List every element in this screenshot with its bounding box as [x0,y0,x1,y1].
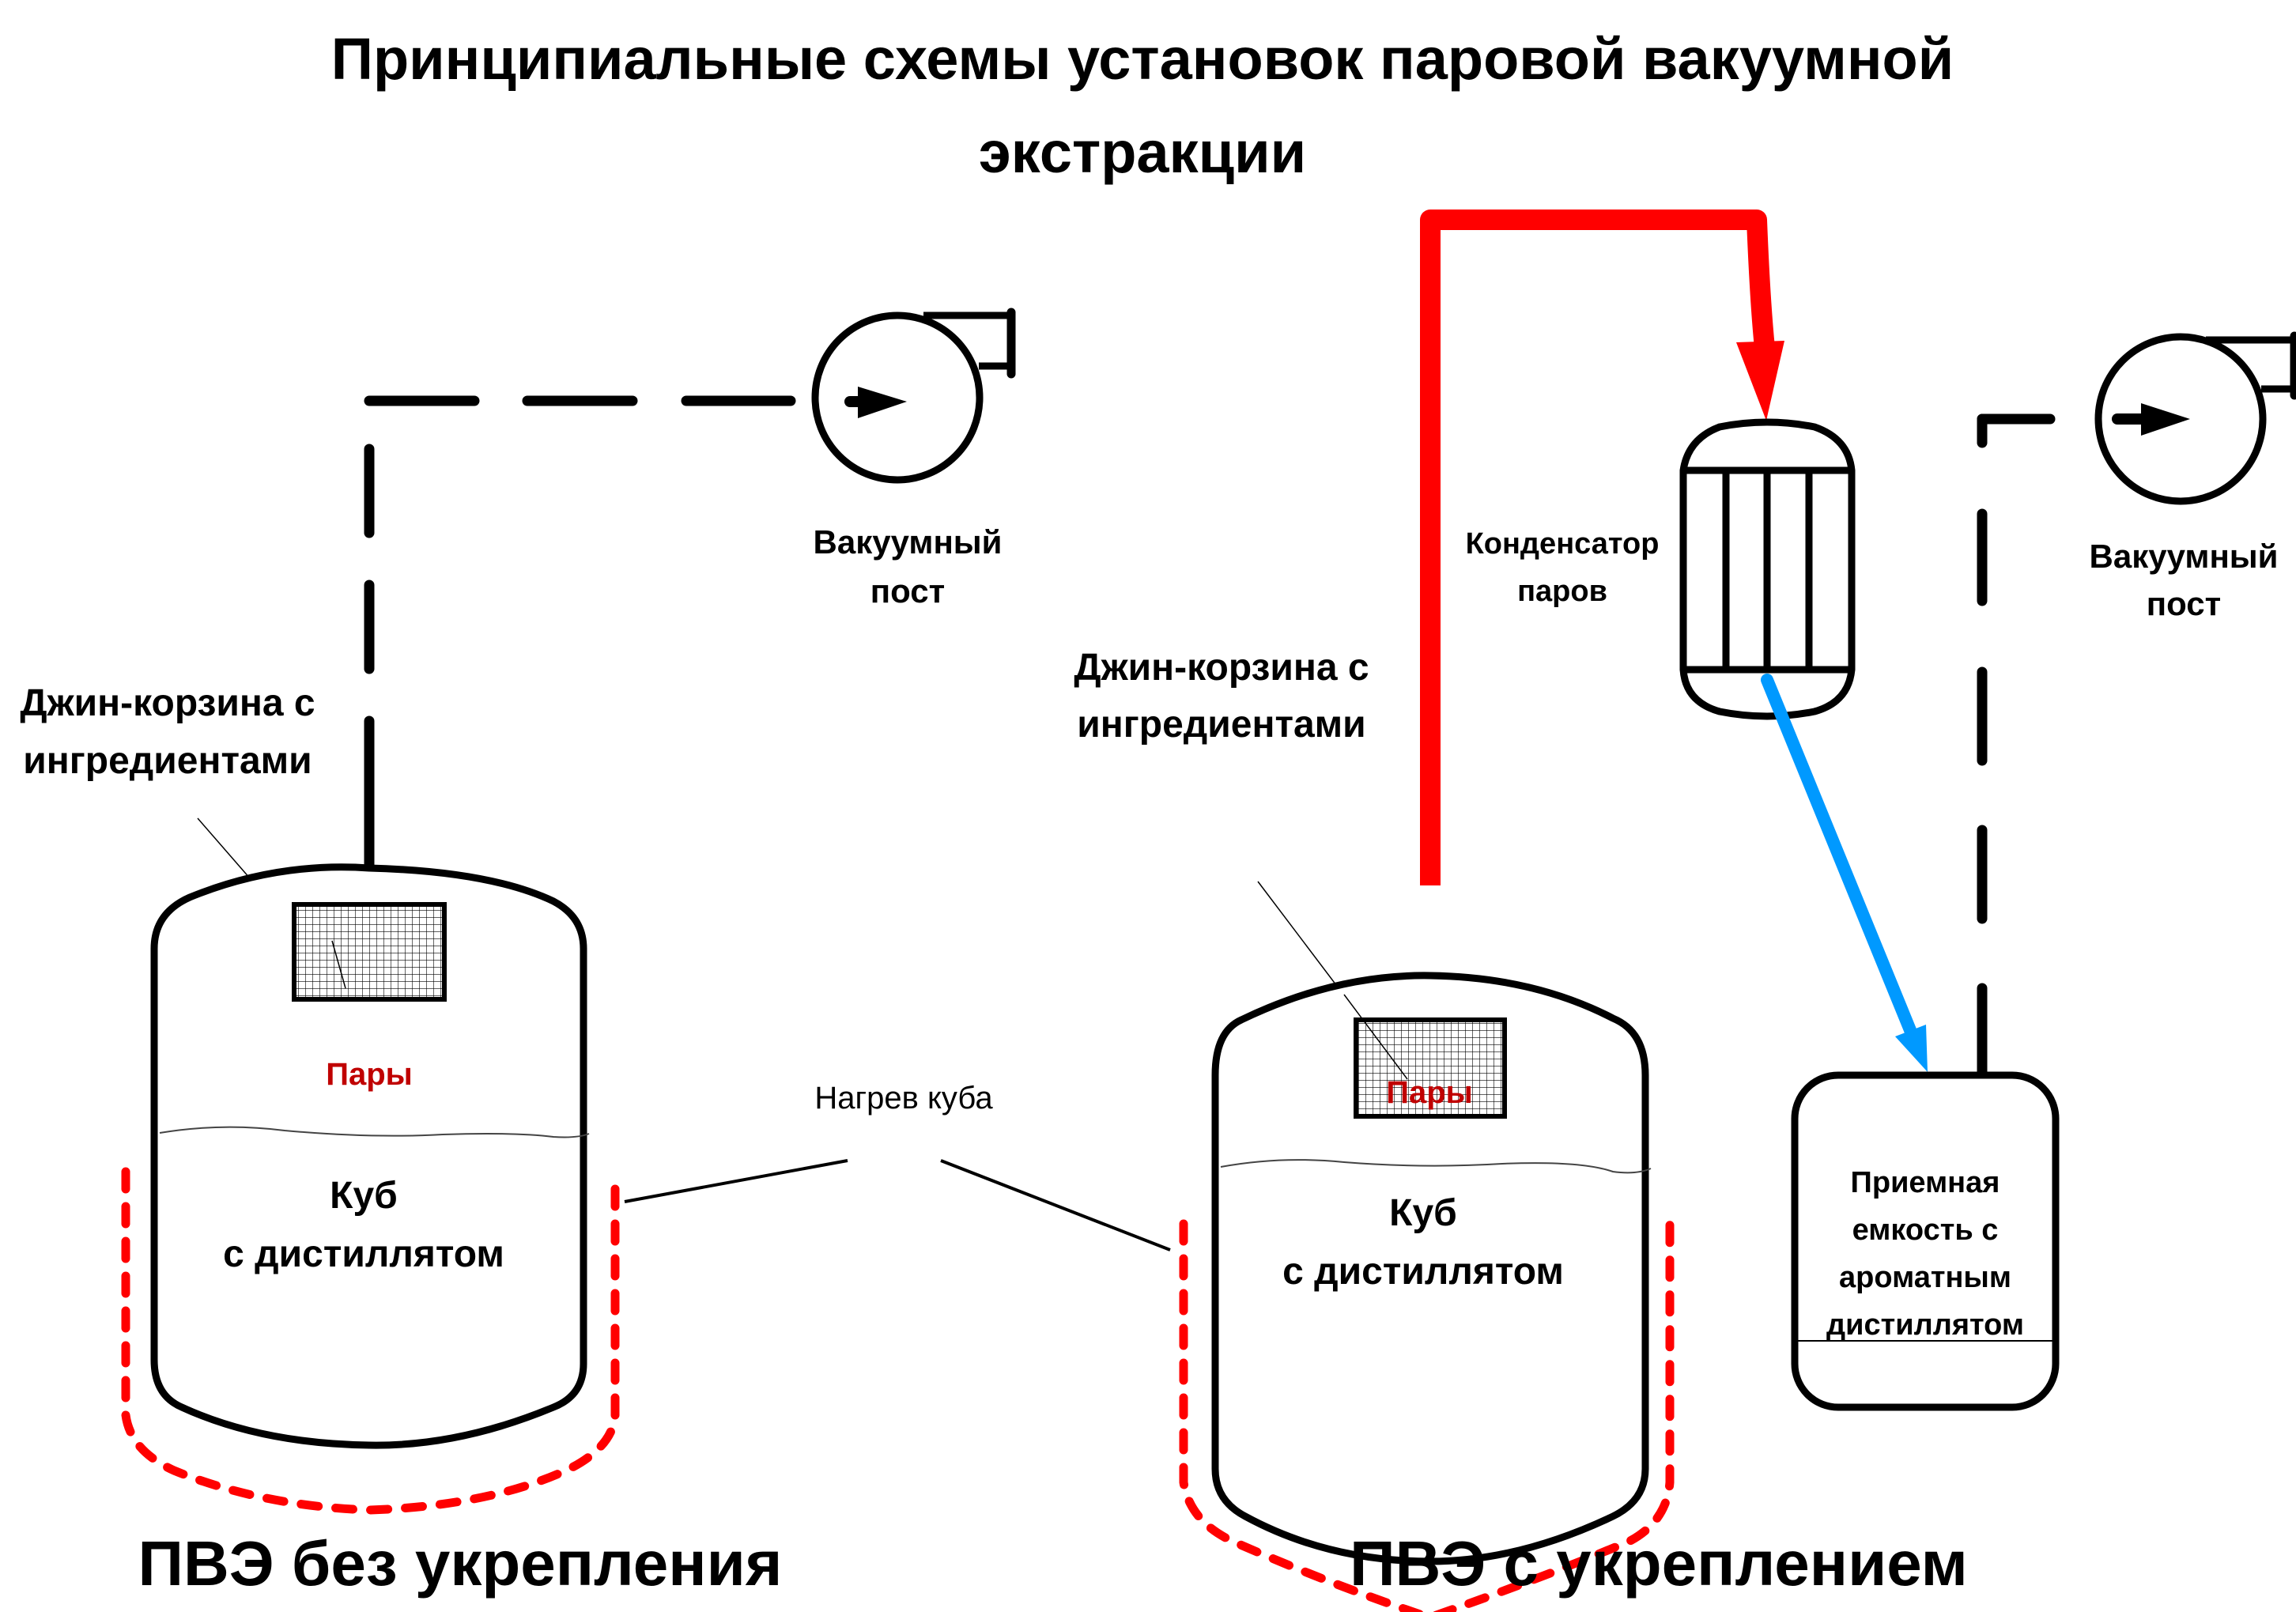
left-pump-label-line1: Вакуумный [814,523,1003,561]
condenser-label-line1: Конденсатор [1466,527,1660,561]
right-basket-icon [1354,1017,1507,1119]
left-vacuum-pump-icon [811,308,1016,484]
right-pump-label-line1: Вакуумный [2090,538,2279,575]
right-still-label-line2: с дистиллятом [1282,1251,1564,1293]
left-basket-label-line2: ингредиентами [23,740,312,782]
condenser-icon [1679,418,1856,720]
condensate-pipe [1761,674,1924,1054]
heating-leader-right [940,1159,1171,1251]
vapor-pipe [1420,210,1775,885]
diagram-title-line2: экстракции [979,119,1306,185]
left-heater-jacket [121,1167,620,1515]
right-liquid-surface [1220,1159,1652,1174]
receiver-label-line4: дистиллятом [1826,1308,2024,1342]
receiver-vessel-icon [1791,1071,2060,1411]
heating-label: Нагрев куба [814,1081,993,1116]
right-still-vessel-icon [1211,972,1649,1565]
right-scheme: Конденсатор паров Вакуумный пост Джин-ко… [1074,210,2296,1612]
right-vacuum-line [1977,413,2056,1079]
left-still-label-line1: Куб [330,1175,398,1217]
left-pump-label-line2: пост [870,572,945,610]
right-vapor-label: Пары [1386,1075,1473,1110]
receiver-label-line2: емкость с [1852,1214,1999,1247]
right-scheme-caption: ПВЭ с укреплением [1350,1528,1968,1599]
vapor-arrow-head [1736,341,1784,421]
left-scheme: Вакуумный пост Джин-корзина с ингредиент… [20,308,1016,1515]
right-basket-label-line2: ингредиентами [1077,704,1365,746]
right-vacuum-pump-icon [2094,331,2296,505]
right-still-label-line1: Куб [1389,1192,1457,1234]
right-pump-label-line2: пост [2147,585,2221,622]
left-vacuum-line [364,395,796,802]
left-basket-icon [292,902,447,1002]
right-heater-jacket [1179,1219,1675,1612]
receiver-label-line3: ароматным [1839,1261,2011,1294]
left-vapor-label: Пары [326,1057,413,1092]
heating-leader-left [624,1159,848,1203]
left-liquid-surface [159,1126,590,1138]
left-still-vessel-icon [150,863,587,1449]
left-still-label-line2: с дистиллятом [223,1233,504,1275]
condenser-label-line2: паров [1517,575,1607,608]
condensate-arrow-head [1895,1025,1928,1072]
right-basket-label-line1: Джин-корзина с [1074,647,1369,689]
receiver-label-line1: Приемная [1851,1166,2000,1199]
diagram-title-line1: Принципиальные схемы установок паровой в… [331,26,1954,92]
left-basket-label-line1: Джин-корзина с [20,682,315,724]
left-scheme-caption: ПВЭ без укрепления [138,1528,783,1599]
